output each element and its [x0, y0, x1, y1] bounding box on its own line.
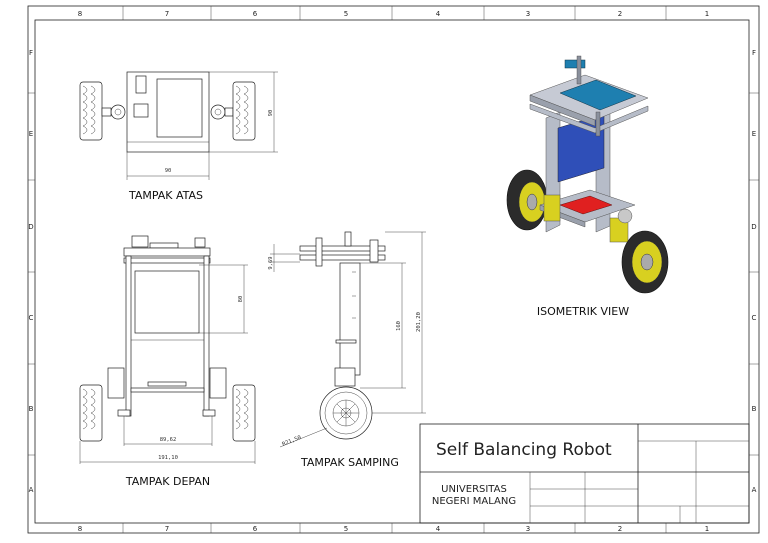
- zone-row-b: B: [29, 405, 34, 413]
- zone-row-c: C: [29, 314, 34, 322]
- iso-left-wheel: [506, 169, 548, 231]
- zone-col-1: 1: [705, 10, 709, 18]
- zone-col-2: 2: [618, 10, 622, 18]
- side-view-top-offset-dim: 9,69: [268, 256, 274, 269]
- zone-rows-right: F E D C B A: [751, 49, 756, 494]
- zone-columns-top: 8 7 6 5 4 3 2 1: [78, 10, 709, 18]
- zone-col-6-bottom: 6: [253, 525, 258, 533]
- front-view-panel-height-dim: 80: [238, 296, 244, 303]
- side-view-overall-height-dim: 201,20: [416, 312, 422, 332]
- side-view-wheel: [319, 386, 373, 440]
- zone-row-e-right: E: [752, 130, 756, 138]
- zone-col-2-bottom: 2: [618, 525, 622, 533]
- title-block: Self Balancing Robot UNIVERSITAS NEGERI …: [419, 423, 750, 524]
- zone-row-e: E: [29, 130, 33, 138]
- top-view-height-dim: 90: [268, 110, 274, 117]
- zone-col-4: 4: [436, 10, 441, 18]
- front-view-overall-width-dim: 191,10: [158, 455, 178, 461]
- zone-row-f-right: F: [752, 49, 756, 57]
- zone-row-d: D: [28, 223, 33, 231]
- zone-col-8-bottom: 8: [78, 525, 82, 533]
- zone-col-6: 6: [253, 10, 258, 18]
- isometric-view-label: ISOMETRIK VIEW: [537, 305, 629, 318]
- top-view: 90 90 TAMPAK ATAS: [79, 71, 278, 202]
- top-view-label: TAMPAK ATAS: [128, 189, 203, 202]
- zone-row-a: A: [29, 486, 34, 494]
- top-view-width-dim: 90: [165, 168, 172, 174]
- zone-columns-bottom: 8 7 6 5 4 3 2 1: [78, 525, 709, 533]
- zone-row-b-right: B: [752, 405, 757, 413]
- zone-col-1-bottom: 1: [705, 525, 709, 533]
- front-view-label: TAMPAK DEPAN: [125, 475, 210, 488]
- side-view-label: TAMPAK SAMPING: [300, 456, 399, 469]
- front-view-right-wheel: [232, 384, 256, 442]
- zone-col-7: 7: [165, 10, 169, 18]
- zone-col-7-bottom: 7: [165, 525, 169, 533]
- title-block-org-line2: NEGERI MALANG: [432, 496, 516, 507]
- zone-col-8: 8: [78, 10, 82, 18]
- iso-right-wheel: [621, 230, 669, 294]
- front-view: 80 89,62 191,10 TAMPAK DEPAN: [79, 235, 256, 488]
- front-view-left-wheel: [79, 384, 103, 442]
- zone-col-3: 3: [526, 10, 530, 18]
- zone-row-c-right: C: [752, 314, 757, 322]
- zone-rows-left: F E D C B A: [28, 49, 33, 494]
- zone-col-3-bottom: 3: [526, 525, 530, 533]
- sheet-border: [27, 5, 760, 534]
- zone-col-4-bottom: 4: [436, 525, 441, 533]
- top-view-left-wheel: [79, 81, 103, 141]
- front-view-panel: [134, 270, 200, 334]
- side-view-column-height-dim: 160: [396, 321, 402, 331]
- title-block-title: Self Balancing Robot: [436, 440, 612, 460]
- zone-row-d-right: D: [751, 223, 756, 231]
- iso-bottom-board: [559, 195, 613, 215]
- iso-top-board: [559, 79, 637, 111]
- side-view-column: [339, 262, 361, 376]
- title-block-org-line1: UNIVERSITAS: [441, 484, 507, 495]
- front-view-wheel-span-dim: 89,62: [160, 437, 177, 443]
- isometric-view: ISOMETRIK VIEW: [506, 55, 669, 318]
- zone-col-5: 5: [344, 10, 348, 18]
- zone-col-5-bottom: 5: [344, 525, 348, 533]
- zone-row-a-right: A: [752, 486, 757, 494]
- top-view-right-wheel: [232, 81, 256, 141]
- zone-row-f: F: [29, 49, 33, 57]
